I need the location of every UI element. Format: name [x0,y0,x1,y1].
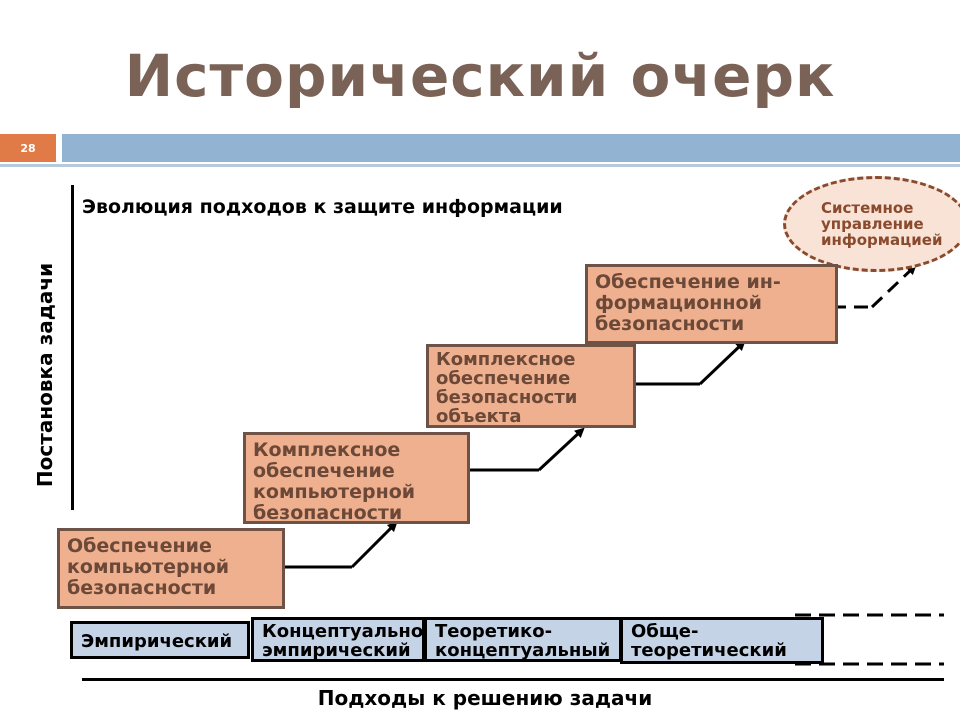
step-line: обеспечение [253,460,395,482]
step-line: безопасности [436,387,578,408]
step-computer-security: Обеспечение компьютерной безопасности [57,528,285,609]
x-axis-line [82,678,944,681]
approach-line: эмпирический [262,640,411,661]
step-line: безопасности [253,502,403,524]
approach-line: Концептуально- [262,621,425,642]
header-rule [0,164,960,167]
future-step-label: Системное управление информацией [821,200,943,248]
future-step-line: управление [821,215,924,233]
diagram-subtitle: Эволюция подходов к защите информации [82,196,563,218]
step-line: Обеспечение [67,535,212,557]
step-line: Обеспечение ин- [595,271,781,293]
y-axis-label-text: Постановка задачи [33,262,57,488]
slide-title: Исторический очерк [124,42,836,110]
step-line: обеспечение [436,368,571,389]
approach-theoretical-conceptual: Теоретико- концептуальный [424,617,622,662]
approach-line: концептуальный [435,640,611,661]
step-information-security: Обеспечение ин- формационной безопасност… [585,264,838,344]
future-step-ellipse [783,176,960,272]
step-line: компьютерной [67,556,230,578]
step-line: компьютерной [253,481,416,503]
x-axis-label: Подходы к решению задачи [317,686,653,710]
approach-line: теоретический [631,640,787,661]
step-complex-computer-security: Комплексное обеспечение компьютерной без… [243,432,470,524]
approach-line: Обще- [631,621,699,642]
approach-empirical: Эмпирический [70,621,250,659]
step-line: безопасности [67,577,217,599]
future-step-line: информацией [821,231,943,249]
step-line: Комплексное [436,349,576,370]
approach-line: Теоретико- [435,621,553,642]
step-line: безопасности [595,313,745,335]
step-complex-object-security: Комплексное обеспечение безопасности объ… [426,344,636,428]
connector-2-3 [464,427,585,472]
future-step-line: Системное [821,199,914,217]
step-line: Комплексное [253,439,401,461]
step-line: формационной [595,292,762,314]
approach-conceptual-empirical: Концептуально- эмпирический [251,617,425,662]
slide-number: 28 [0,134,56,162]
approach-line: Эмпирический [81,631,233,652]
step-line: объекта [436,406,522,427]
y-axis-line [71,185,74,510]
approach-general-theoretical: Обще- теоретический [620,617,824,664]
header-bar [62,134,960,162]
